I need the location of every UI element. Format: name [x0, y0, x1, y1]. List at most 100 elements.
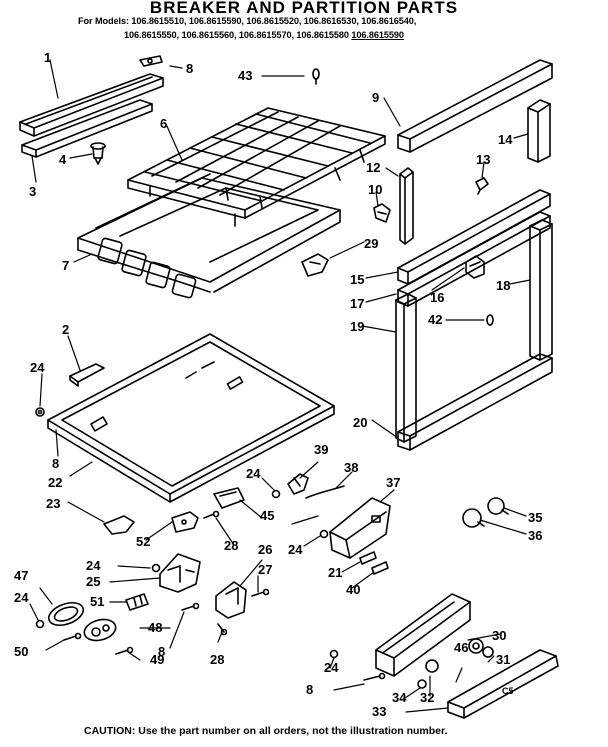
part-29-clip	[301, 253, 329, 277]
callout-39: 39	[314, 442, 328, 457]
part-10-clip	[373, 203, 391, 223]
part-7-breaker-tray	[77, 173, 341, 299]
part-51-heater	[125, 593, 149, 611]
corner-mark: C5	[502, 686, 514, 696]
part-34-knob	[417, 679, 427, 689]
callout-2: 2	[62, 322, 69, 337]
part-1-rail	[21, 99, 153, 158]
callout-3: 3	[29, 184, 36, 199]
callout-24-f: 24	[324, 660, 339, 675]
callout-24-a: 24	[30, 360, 45, 375]
callout-40: 40	[346, 582, 360, 597]
callout-12: 12	[366, 160, 380, 175]
callout-8-a: 8	[52, 456, 59, 471]
page-title: BREAKER AND PARTITION PARTS	[149, 0, 459, 17]
callout-6: 6	[160, 116, 167, 131]
part-37-housing	[329, 497, 391, 559]
part-43-pin	[312, 68, 320, 85]
part-25-block	[159, 553, 201, 593]
part-8-screw	[181, 602, 200, 611]
part-24-screw-e	[35, 619, 45, 629]
part-16-bracket	[465, 255, 485, 279]
part-24-screw	[35, 407, 45, 417]
part-24-screw-d	[151, 563, 161, 573]
part-42-fastener	[486, 314, 494, 326]
callout-13: 13	[476, 152, 490, 167]
part-46-control-panel	[375, 593, 471, 677]
callout-28-b: 28	[210, 652, 224, 667]
callout-4: 4	[59, 152, 67, 167]
callout-9: 9	[372, 90, 379, 105]
model-underlined: 106.8615590	[351, 30, 404, 40]
part-24-screw-b	[271, 489, 281, 499]
callout-19: 19	[350, 319, 364, 334]
part-8-clip-top	[139, 55, 163, 67]
callout-38: 38	[344, 460, 358, 475]
model-list-line-1: For Models: 106.8615510, 106.8615590, 10…	[78, 16, 417, 26]
part-31-knob	[482, 646, 494, 658]
callout-20: 20	[353, 415, 367, 430]
part-33-trim	[447, 649, 559, 719]
callout-8-b: 8	[158, 644, 165, 659]
part-1-trim-strip	[19, 73, 164, 137]
part-6-wire-shelf	[127, 107, 386, 227]
part-24-screw-c	[319, 529, 329, 539]
part-38-wire	[305, 485, 345, 499]
part-49-screw	[115, 646, 134, 655]
part-8-screw-b	[363, 672, 386, 681]
callout-8-top: 8	[186, 61, 193, 76]
part-26-relay	[215, 581, 247, 619]
callout-35: 35	[528, 510, 542, 525]
callout-24-b: 24	[246, 466, 261, 481]
part-36-bulb	[462, 508, 485, 528]
callout-18: 18	[496, 278, 510, 293]
callout-16: 16	[430, 290, 444, 305]
part-39-fitting	[287, 473, 309, 495]
callout-23: 23	[46, 496, 60, 511]
callout-25: 25	[86, 574, 100, 589]
part-12-side-strip	[399, 167, 414, 245]
callout-14: 14	[498, 132, 513, 147]
part-52-bracket	[171, 511, 199, 533]
leader-lines	[29, 59, 531, 713]
callout-47: 47	[14, 568, 28, 583]
part-23-latch	[103, 515, 135, 535]
callout-17: 17	[350, 296, 364, 311]
callout-24-e: 24	[14, 590, 29, 605]
part-9-top-rail	[397, 59, 553, 153]
part-13-clip	[475, 177, 489, 195]
callout-48: 48	[148, 620, 162, 635]
part-47-loop	[47, 601, 85, 627]
callout-29: 29	[364, 236, 378, 251]
caution-note: CAUTION: Use the part number on all orde…	[84, 725, 448, 737]
part-45-switch-plate	[213, 487, 245, 509]
callout-7: 7	[62, 258, 69, 273]
part-18-vertical-strip	[529, 219, 553, 361]
callout-30: 30	[492, 628, 506, 643]
callout-51: 51	[90, 594, 104, 609]
callout-43: 43	[238, 68, 252, 83]
callout-45: 45	[260, 508, 274, 523]
callout-42: 42	[428, 312, 442, 327]
callout-1: 1	[44, 50, 51, 65]
part-22-breaker-pan	[47, 333, 335, 503]
callout-34: 34	[392, 690, 407, 705]
callout-28-a: 28	[224, 538, 238, 553]
callout-24-c: 24	[288, 542, 303, 557]
callout-26: 26	[258, 542, 272, 557]
callout-52: 52	[136, 534, 150, 549]
callout-32: 32	[420, 690, 434, 705]
callout-31: 31	[496, 652, 510, 667]
part-35-bulb	[487, 497, 509, 515]
part-28-screw	[203, 510, 220, 519]
part-2-label	[69, 363, 105, 387]
part-14-vertical-strip	[527, 99, 551, 163]
callout-24-d: 24	[86, 558, 101, 573]
callout-49: 49	[150, 652, 164, 667]
callout-15: 15	[350, 272, 364, 287]
part-15-rail	[397, 189, 551, 285]
callout-8-c: 8	[306, 682, 313, 697]
model-list-line-2: 106.8615550, 106.8615560, 106.8615570, 1…	[124, 30, 404, 40]
